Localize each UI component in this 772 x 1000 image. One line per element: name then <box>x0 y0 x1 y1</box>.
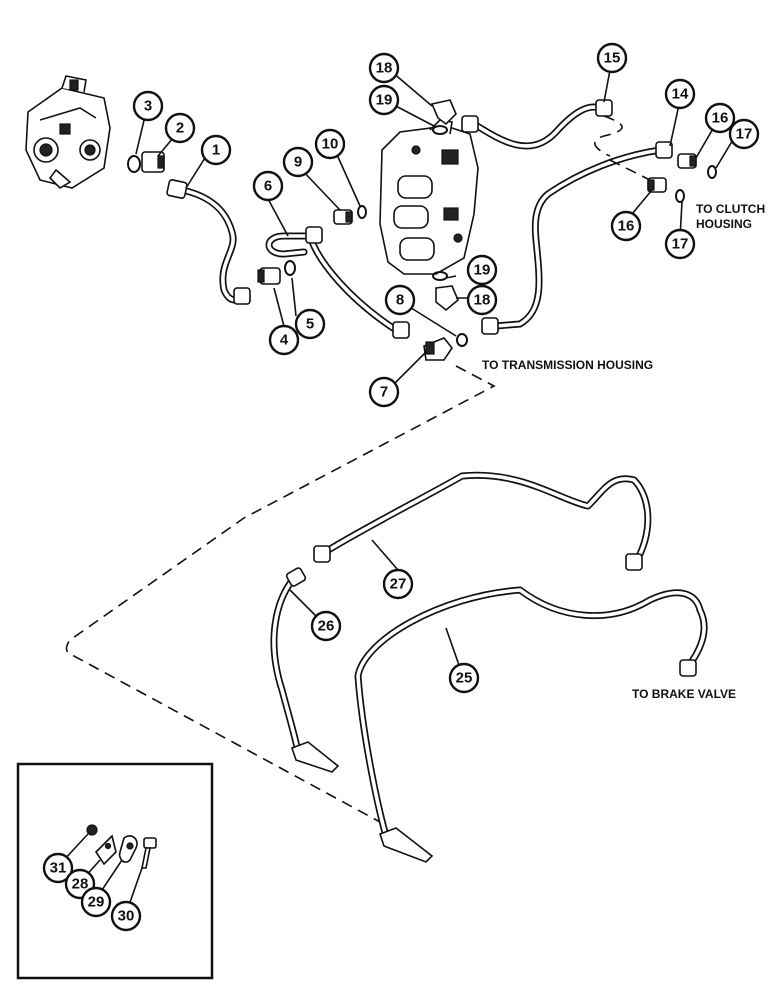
svg-text:30: 30 <box>118 908 135 925</box>
svg-text:17: 17 <box>672 236 689 253</box>
valve-body <box>379 119 479 275</box>
callout-8: 8 <box>384 284 416 316</box>
svg-text:6: 6 <box>264 178 272 195</box>
callout-4: 4 <box>268 324 300 356</box>
callout-1: 1 <box>200 134 232 166</box>
svg-text:25: 25 <box>456 670 473 687</box>
svg-text:2: 2 <box>176 120 184 137</box>
leader-lines <box>135 69 735 669</box>
callout-15: 15 <box>596 42 628 74</box>
note-to-clutch-1: TO CLUTCH <box>696 202 765 216</box>
svg-text:7: 7 <box>380 384 388 401</box>
svg-text:18: 18 <box>376 60 393 77</box>
note-to-transmission: TO TRANSMISSION HOUSING <box>482 358 653 372</box>
svg-text:16: 16 <box>618 218 635 235</box>
callout-10: 10 <box>314 128 346 160</box>
dashed-connectors-upper <box>594 115 651 181</box>
svg-text:4: 4 <box>280 332 289 349</box>
callout-26: 26 <box>310 610 342 642</box>
tube-15 <box>461 99 613 150</box>
callout-29: 29 <box>80 886 112 918</box>
callout-19a: 19 <box>368 84 400 116</box>
svg-text:19: 19 <box>376 92 393 109</box>
inset-hardware: 31 28 29 30 <box>16 762 214 980</box>
callout-18a: 18 <box>368 52 400 84</box>
svg-text:19: 19 <box>474 262 491 279</box>
callout-25: 25 <box>448 662 480 694</box>
svg-text:17: 17 <box>736 126 753 143</box>
svg-text:16: 16 <box>712 110 729 127</box>
callout-31: 31 <box>42 852 74 884</box>
callout-17b: 17 <box>664 228 696 260</box>
callout-18b: 18 <box>466 284 498 316</box>
tube-27 <box>313 471 652 571</box>
callout-16b: 16 <box>610 210 642 242</box>
tube-1 <box>166 179 251 305</box>
svg-text:26: 26 <box>318 618 335 635</box>
tube-25 <box>354 586 708 863</box>
svg-text:28: 28 <box>72 876 89 893</box>
note-to-clutch-2: HOUSING <box>696 217 752 231</box>
note-to-brake: TO BRAKE VALVE <box>632 687 736 701</box>
dashed-connector-lower <box>65 365 496 823</box>
tube-26 <box>270 567 340 773</box>
callout-7: 7 <box>368 376 400 408</box>
callout-27: 27 <box>382 568 414 600</box>
svg-text:5: 5 <box>306 316 314 333</box>
svg-text:10: 10 <box>322 136 339 153</box>
svg-text:31: 31 <box>50 860 67 877</box>
svg-text:3: 3 <box>144 98 152 115</box>
callout-16a: 16 <box>704 102 736 134</box>
callout-9: 9 <box>282 146 314 178</box>
svg-text:9: 9 <box>294 154 302 171</box>
hydraulic-pump <box>25 75 111 190</box>
tube-6 <box>265 226 410 339</box>
svg-text:15: 15 <box>604 50 621 67</box>
callout-3: 3 <box>132 90 164 122</box>
svg-text:14: 14 <box>672 86 689 103</box>
tube-14 <box>481 141 673 335</box>
svg-text:18: 18 <box>474 292 491 309</box>
fittings-upper <box>127 99 717 361</box>
callout-14: 14 <box>664 78 696 110</box>
svg-text:27: 27 <box>390 576 407 593</box>
callout-19b: 19 <box>466 254 498 286</box>
callout-5: 5 <box>294 308 326 340</box>
svg-text:8: 8 <box>396 292 404 309</box>
callout-30: 30 <box>110 900 142 932</box>
callout-2: 2 <box>164 112 196 144</box>
svg-text:29: 29 <box>88 894 105 911</box>
callout-6: 6 <box>252 170 284 202</box>
svg-text:1: 1 <box>212 142 220 159</box>
callout-17a: 17 <box>728 118 760 150</box>
